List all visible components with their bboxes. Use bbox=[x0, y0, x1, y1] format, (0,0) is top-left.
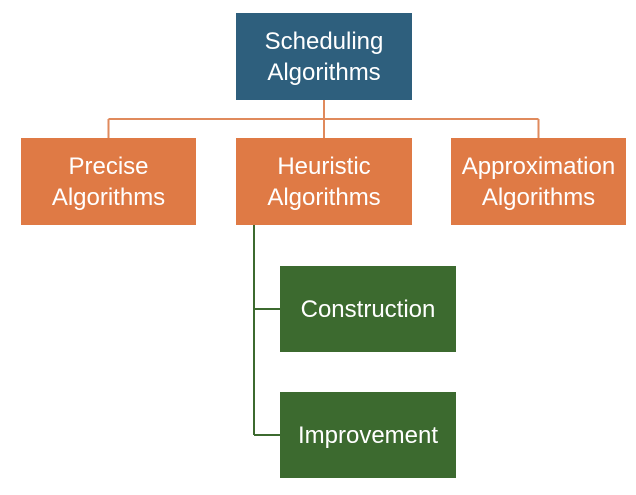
node-construction: Construction bbox=[280, 266, 456, 352]
root-node-scheduling-algorithms: Scheduling Algorithms bbox=[236, 13, 412, 100]
node-label-line1: Approximation bbox=[461, 152, 616, 180]
node-heuristic-algorithms: Heuristic Algorithms bbox=[236, 138, 412, 225]
node-label-line1: Precise bbox=[68, 152, 149, 180]
root-node-label-line1: Scheduling bbox=[264, 27, 384, 55]
node-label: Construction bbox=[300, 295, 436, 323]
node-label-line1: Heuristic bbox=[277, 152, 371, 180]
root-node-label-line2: Algorithms bbox=[267, 58, 381, 86]
node-approximation-algorithms: Approximation Algorithms bbox=[451, 138, 626, 225]
node-label-line2: Algorithms bbox=[481, 183, 596, 211]
node-label: Improvement bbox=[297, 421, 439, 449]
node-precise-algorithms: Precise Algorithms bbox=[21, 138, 196, 225]
node-improvement: Improvement bbox=[280, 392, 456, 478]
category-connectors bbox=[107, 100, 540, 138]
node-label-line2: Algorithms bbox=[51, 183, 166, 211]
node-label-line2: Algorithms bbox=[267, 183, 381, 211]
heuristic-connectors bbox=[253, 225, 280, 436]
